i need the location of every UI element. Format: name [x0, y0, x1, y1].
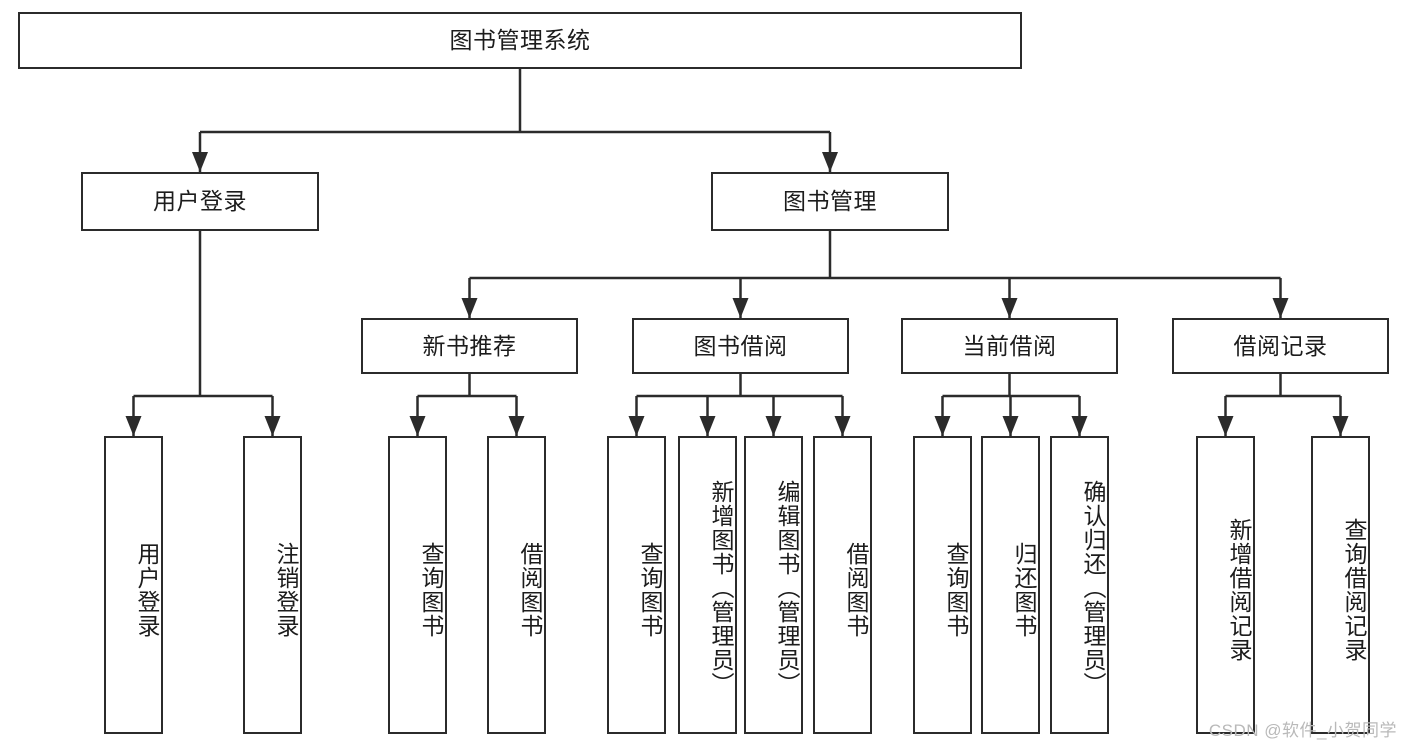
node-label: 用户登录 — [134, 542, 160, 638]
node-user-login[interactable]: 用户登录 — [81, 172, 319, 231]
arrowhead-icon — [934, 416, 951, 436]
node-label: 图书借阅 — [693, 332, 788, 359]
node-borrow-record[interactable]: 借阅记录 — [1172, 318, 1389, 374]
node-leaf-user-login[interactable]: 用户登录 — [104, 436, 163, 734]
node-leaf-confirm-return-admin[interactable]: 确认归还（管理员） — [1050, 436, 1109, 734]
node-book-borrow[interactable]: 图书借阅 — [632, 318, 849, 374]
arrowhead-icon — [1002, 416, 1019, 436]
node-label: 当前借阅 — [962, 332, 1057, 359]
node-label: 注销登录 — [273, 542, 299, 638]
node-leaf-query-borrow-record[interactable]: 查询借阅记录 — [1311, 436, 1370, 734]
arrowhead-icon — [834, 416, 851, 436]
arrowhead-icon — [765, 416, 782, 436]
arrowhead-icon — [628, 416, 645, 436]
node-current-borrow[interactable]: 当前借阅 — [901, 318, 1118, 374]
node-root[interactable]: 图书管理系统 — [18, 12, 1022, 69]
node-leaf-borrow-book-2[interactable]: 借阅图书 — [813, 436, 872, 734]
node-label: 查询图书 — [943, 542, 969, 638]
watermark-label: CSDN @软件_小贺同学 — [1208, 721, 1397, 740]
node-new-book-rec[interactable]: 新书推荐 — [361, 318, 578, 374]
node-label: 图书管理 — [783, 188, 877, 215]
node-label: 新增图书（管理员） — [708, 480, 734, 696]
arrowhead-icon — [192, 152, 208, 172]
node-label: 新增借阅记录 — [1226, 518, 1252, 662]
arrowhead-icon — [1332, 416, 1349, 436]
node-leaf-query-book-1[interactable]: 查询图书 — [388, 436, 447, 734]
arrowhead-icon — [732, 298, 749, 318]
node-label: 借阅图书 — [843, 542, 869, 638]
node-leaf-query-book-2[interactable]: 查询图书 — [607, 436, 666, 734]
arrowhead-icon — [508, 416, 525, 436]
node-leaf-add-book-admin[interactable]: 新增图书（管理员） — [678, 436, 737, 734]
node-leaf-edit-book-admin[interactable]: 编辑图书（管理员） — [744, 436, 803, 734]
arrowhead-icon — [264, 416, 281, 436]
arrowhead-icon — [1272, 298, 1289, 318]
arrowhead-icon — [461, 298, 478, 318]
node-label: 确认归还（管理员） — [1080, 480, 1106, 696]
node-leaf-borrow-book-1[interactable]: 借阅图书 — [487, 436, 546, 734]
node-label: 图书管理系统 — [449, 27, 591, 54]
node-book-manage[interactable]: 图书管理 — [711, 172, 949, 231]
node-leaf-return-book[interactable]: 归还图书 — [981, 436, 1040, 734]
node-leaf-add-borrow-record[interactable]: 新增借阅记录 — [1196, 436, 1255, 734]
node-leaf-query-book-3[interactable]: 查询图书 — [913, 436, 972, 734]
arrowhead-icon — [1001, 298, 1018, 318]
node-label: 查询借阅记录 — [1341, 518, 1367, 662]
node-label: 查询图书 — [418, 542, 444, 638]
node-label: 查询图书 — [637, 542, 663, 638]
arrowhead-icon — [1071, 416, 1088, 436]
node-label: 归还图书 — [1011, 542, 1037, 638]
arrowhead-icon — [409, 416, 426, 436]
arrowhead-icon — [125, 416, 142, 436]
node-leaf-user-logout[interactable]: 注销登录 — [243, 436, 302, 734]
arrowhead-icon — [699, 416, 716, 436]
node-label: 编辑图书（管理员） — [774, 480, 800, 696]
node-label: 借阅记录 — [1233, 332, 1328, 359]
node-label: 借阅图书 — [517, 542, 543, 638]
arrowhead-icon — [822, 152, 838, 172]
node-label: 新书推荐 — [422, 332, 517, 359]
arrowhead-icon — [1217, 416, 1234, 436]
node-label: 用户登录 — [153, 188, 247, 215]
